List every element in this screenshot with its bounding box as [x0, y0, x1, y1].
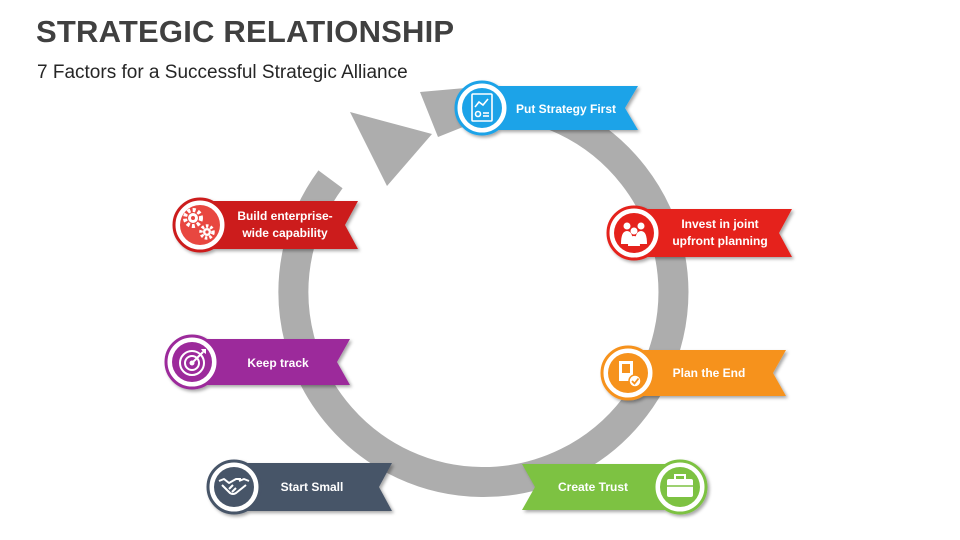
factor-invest-in-joint-planning: Invest in joint upfront planning — [606, 205, 792, 261]
briefcase-icon — [667, 474, 693, 497]
factor-keep-track: Keep track — [164, 334, 350, 390]
factor-label: Create Trust — [558, 480, 628, 494]
factor-create-trust: Create Trust — [522, 459, 708, 515]
factor-label: Build enterprise- — [237, 209, 332, 223]
strategy-document-icon — [471, 93, 493, 122]
cycle-arrow — [278, 86, 689, 498]
target-icon — [179, 349, 206, 376]
factor-put-strategy-first: Put Strategy First — [454, 80, 638, 136]
factor-label: Start Small — [281, 480, 344, 494]
team-people-icon — [621, 222, 647, 246]
handshake-icon — [218, 478, 250, 495]
factor-plan-the-end: Plan the End — [600, 345, 786, 401]
gears-icon — [183, 208, 215, 240]
checked-document-icon — [619, 361, 642, 388]
factor-start-small: Start Small — [206, 459, 392, 515]
slide-title: STRATEGIC RELATIONSHIP — [36, 14, 455, 49]
factor-build-capability: Build enterprise- wide capability — [172, 197, 358, 253]
factor-label: Plan the End — [673, 366, 746, 380]
factor-label: Put Strategy First — [516, 102, 616, 116]
factor-label: Invest in joint — [681, 217, 758, 231]
factor-label: wide capability — [241, 226, 328, 240]
factor-label: upfront planning — [672, 234, 767, 248]
factor-label: Keep track — [247, 356, 309, 370]
slide-subtitle: 7 Factors for a Successful Strategic All… — [37, 62, 408, 83]
